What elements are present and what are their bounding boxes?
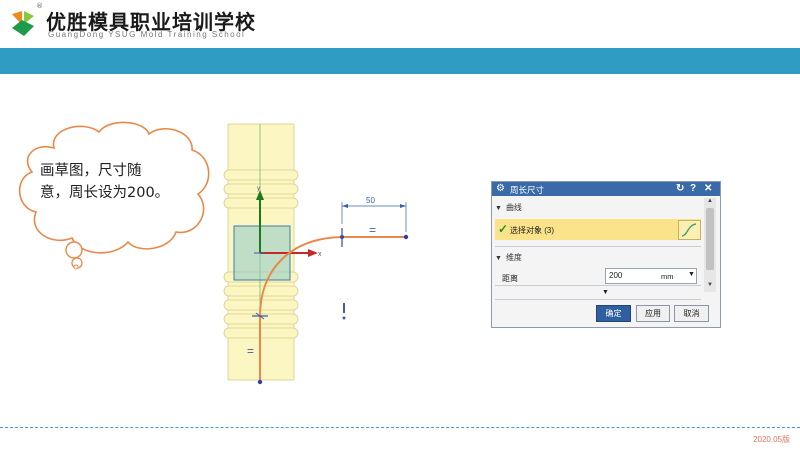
perimeter-dimension-dialog: ⚙ 周长尺寸 ↻ ? ✕ ▼曲线 ✓ 选择对象 (3) ▼维度 距离 200 m…	[491, 181, 721, 328]
sketch-curve	[259, 236, 406, 382]
chevron-down-icon[interactable]: ▼	[688, 271, 695, 278]
gear-icon[interactable]: ⚙	[496, 183, 505, 194]
scroll-up-icon[interactable]: ▲	[707, 198, 713, 204]
bubble-line-2: 意，周长设为200。	[40, 185, 170, 201]
section-divider	[495, 285, 701, 286]
distance-value: 200	[609, 271, 623, 280]
thought-bubble	[18, 121, 210, 270]
checkmark-icon: ✓	[498, 222, 509, 236]
collapse-triangle-icon: ▼	[495, 205, 502, 212]
section-dimension-label: 维度	[505, 253, 522, 262]
cancel-button[interactable]: 取消	[674, 305, 709, 322]
scroll-down-icon[interactable]: ▼	[707, 282, 713, 288]
version-label: 2020.05版	[753, 435, 790, 444]
ok-button[interactable]: 确定	[596, 305, 631, 322]
equal-constraint-vertical: =	[247, 344, 254, 358]
distance-unit: mm	[661, 272, 674, 281]
expand-more-icon[interactable]: ▼	[602, 289, 609, 296]
section-divider	[495, 246, 701, 247]
axis-x-label: x	[318, 251, 322, 258]
select-object-label: 选择对象 (3)	[510, 226, 554, 235]
curve-select-button[interactable]	[678, 220, 701, 240]
curve-icon	[681, 223, 697, 237]
help-icon[interactable]: ?	[690, 183, 697, 194]
school-title: 优胜模具职业培训学校	[46, 10, 256, 34]
equal-constraint-horizontal: =	[369, 223, 376, 237]
dialog-title-bar[interactable]: ⚙ 周长尺寸 ↻ ? ✕	[492, 182, 720, 196]
footer-divider	[0, 427, 800, 428]
select-object-row[interactable]: ✓ 选择对象 (3)	[495, 219, 701, 240]
dimension-label: 50	[366, 196, 375, 205]
school-logo-icon	[12, 11, 34, 36]
distance-input[interactable]: 200 mm ▼	[605, 268, 697, 284]
header-accent-bar	[0, 48, 800, 74]
section-curve-header[interactable]: ▼曲线	[495, 202, 701, 214]
registered-mark: ®	[36, 2, 43, 10]
close-icon[interactable]: ✕	[704, 183, 713, 194]
axis-y-label: y	[257, 186, 260, 192]
apply-button[interactable]: 应用	[636, 305, 670, 322]
dialog-title: 周长尺寸	[510, 185, 545, 195]
reset-icon[interactable]: ↻	[676, 183, 685, 194]
cad-sketch-view: y x = = 50	[223, 123, 409, 385]
dialog-scrollbar[interactable]: ▲ ▼	[704, 198, 716, 292]
bubble-text: 画草图，尺寸随 意，周长设为200。	[40, 160, 190, 204]
distance-label: 距离	[502, 274, 518, 283]
scrollbar-thumb[interactable]	[706, 208, 714, 270]
collapse-triangle-icon: ▼	[495, 255, 502, 262]
school-subtitle: GuangDong YSUG Mold Training School	[48, 30, 246, 39]
section-curve-label: 曲线	[505, 203, 522, 212]
bubble-line-1: 画草图，尺寸随	[40, 163, 142, 179]
section-divider	[495, 299, 701, 300]
section-dimension-header[interactable]: ▼维度	[495, 252, 701, 264]
